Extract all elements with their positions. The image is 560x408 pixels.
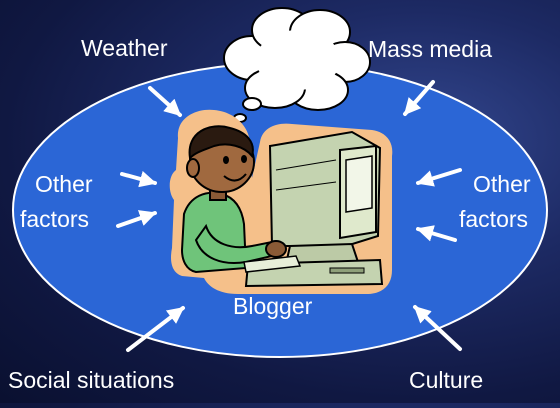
label-other-factors-left-line2: factors [20, 206, 90, 232]
arrow-culture [413, 305, 462, 351]
label-weather: Weather [81, 35, 168, 61]
label-social-situations: Social situations [8, 367, 175, 393]
arrow-weather [148, 86, 182, 117]
label-other-factors-left-line1: Other [35, 171, 93, 197]
label-mass-media: Mass media [368, 36, 492, 62]
influence-arrows [116, 80, 462, 352]
arrow-other-left-2 [116, 210, 157, 228]
blogger-clipart [169, 109, 393, 294]
arrow-other-right-2 [416, 225, 457, 242]
arrow-other-right-1 [416, 168, 462, 187]
arrow-social [126, 306, 185, 352]
arrow-other-left-1 [120, 170, 157, 188]
label-culture: Culture [409, 367, 484, 393]
arrow-mass-media [403, 80, 435, 116]
thought-cloud [223, 7, 371, 132]
label-other-factors-right-line1: Other [473, 171, 531, 197]
label-blogger: Blogger [233, 293, 313, 319]
label-other-factors-right-line2: factors [459, 206, 529, 232]
